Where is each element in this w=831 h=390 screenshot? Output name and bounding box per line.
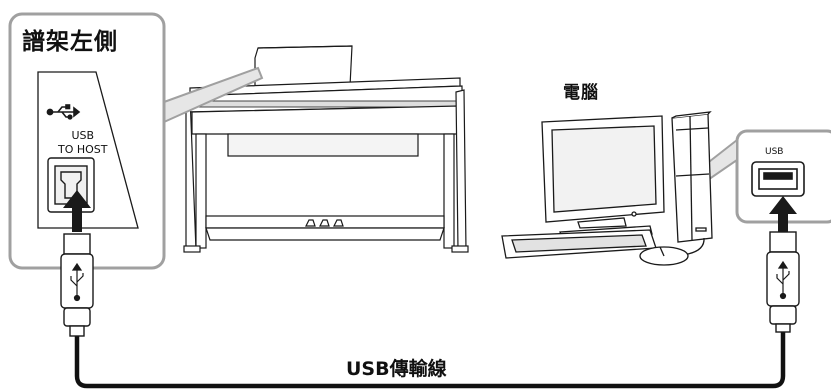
usb-port-label-line1: USB [71, 129, 95, 142]
usb-to-host-label: USB TO HOST [58, 129, 108, 157]
usb-trident-icon [46, 104, 81, 120]
usb-type-a-port-icon [751, 161, 805, 197]
insert-arrow-left [63, 190, 91, 232]
insert-arrow-right [769, 196, 797, 232]
digital-piano [183, 45, 469, 253]
music-rest-left-label: 譜架左側 [22, 29, 118, 55]
usb-cable [74, 330, 786, 389]
computer-label: 電腦 [563, 83, 599, 103]
desktop-computer [501, 111, 713, 266]
usb-cable-label: USB傳輸線 [346, 358, 447, 380]
usb-port-label-line2: TO HOST [58, 143, 108, 156]
usb-b-plug [60, 233, 94, 337]
computer-usb-port-label: USB [765, 147, 784, 157]
usb-plug-icon [776, 260, 790, 300]
usb-plug-icon [70, 262, 84, 302]
